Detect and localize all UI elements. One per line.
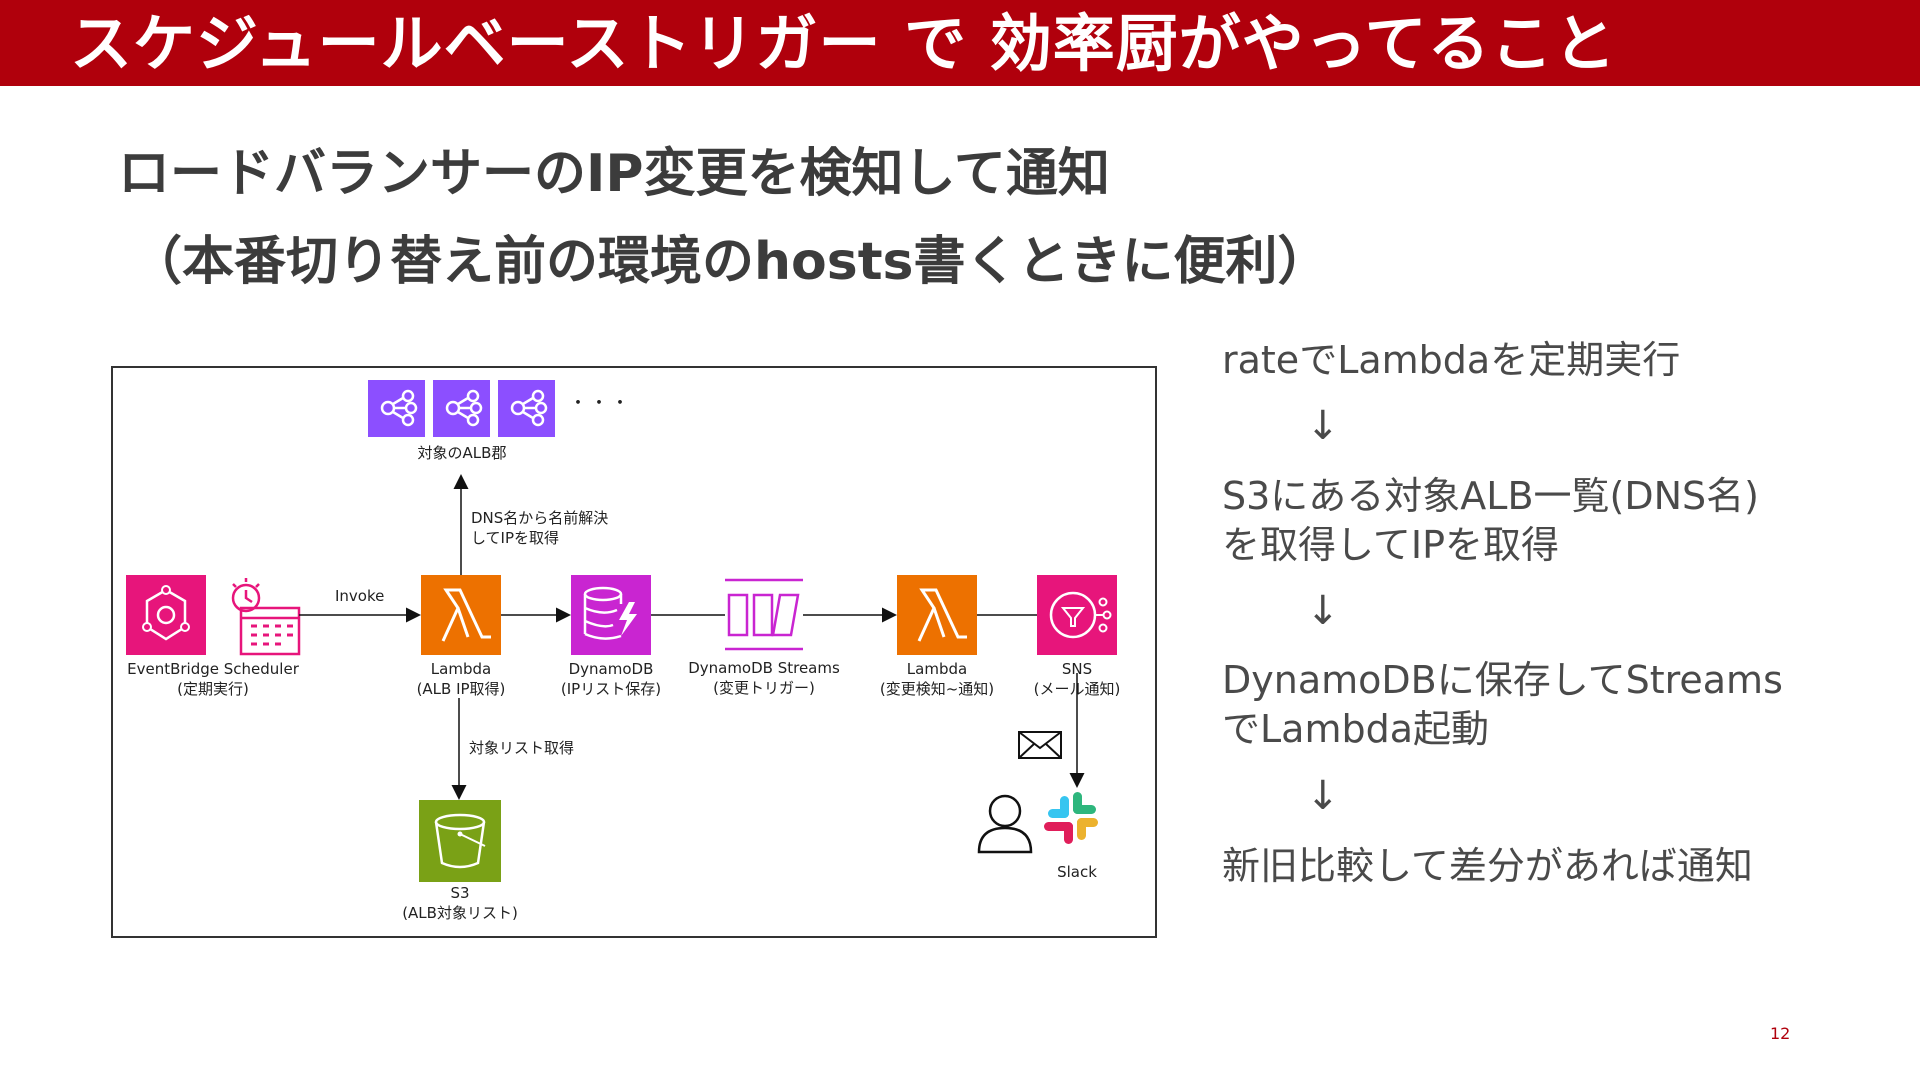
eventbridge-icon: [126, 575, 206, 655]
down-arrow-icon: ↓: [1306, 773, 1340, 819]
heading-line-2: （本番切り替え前の環境のhosts書くときに便利）: [130, 232, 1330, 292]
lambda-icon: [421, 575, 501, 655]
lambda1-desc: (ALB IP取得): [416, 680, 506, 698]
s3-name: S3: [450, 884, 470, 902]
alb-group-label: 対象のALB郡: [417, 444, 507, 462]
streams-desc: (変更トリガー): [713, 679, 815, 697]
step-3-line1: DynamoDBに保存してStreams: [1222, 658, 1783, 702]
target-list-label: 対象リスト取得: [469, 739, 575, 757]
alb-icon: [498, 380, 555, 437]
slack-icon: [1044, 792, 1098, 844]
slack-name: Slack: [1057, 863, 1097, 881]
step-3-line2: でLambda起動: [1222, 707, 1490, 751]
dynamodb-name: DynamoDB: [568, 660, 654, 678]
down-arrow-icon: ↓: [1306, 403, 1340, 449]
alb-icon: [368, 380, 425, 437]
alb-icon: [433, 380, 490, 437]
sns-name: SNS: [1061, 660, 1093, 678]
lambda-icon: [897, 575, 977, 655]
envelope-icon: [1018, 731, 1062, 759]
lambda1-name: Lambda: [430, 660, 492, 678]
slide-title: スケジュールベーストリガー で 効率厨がやってること: [70, 7, 1617, 80]
alb-ellipsis: ・・・: [569, 393, 632, 414]
title-banner: スケジュールベーストリガー で 効率厨がやってること: [0, 0, 1920, 86]
scheduler-calendar-icon: [231, 578, 301, 656]
lambda2-name: Lambda: [906, 660, 968, 678]
user-icon: [977, 794, 1033, 854]
step-2-line2: を取得してIPを取得: [1222, 523, 1559, 567]
architecture-diagram: ・・・ 対象のALB郡 DNS名から名前解決 してIPを取得 Invoke 対象…: [111, 366, 1157, 938]
down-arrow-icon: ↓: [1306, 588, 1340, 634]
streams-name: DynamoDB Streams: [688, 659, 840, 677]
dynamodb-icon: [571, 575, 651, 655]
dynamodb-streams-icon: [725, 578, 803, 651]
eventbridge-name: EventBridge Scheduler: [127, 660, 299, 678]
dns-resolve-label-line2: してIPを取得: [471, 529, 560, 547]
s3-icon: [419, 800, 501, 882]
invoke-label: Invoke: [335, 587, 385, 605]
sns-desc: (メール通知): [1033, 680, 1121, 698]
dns-resolve-label-line1: DNS名から名前解決: [471, 509, 609, 527]
dynamodb-desc: (IPリスト保存): [560, 680, 662, 698]
page-number: 12: [1770, 1024, 1791, 1043]
eventbridge-desc: (定期実行): [177, 680, 249, 698]
s3-desc: (ALB対象リスト): [402, 904, 518, 922]
sns-icon: [1037, 575, 1117, 655]
diagram-canvas: [126, 380, 1117, 882]
step-4: 新旧比較して差分があれば通知: [1222, 844, 1753, 888]
lambda2-desc: (変更検知~通知): [879, 680, 995, 698]
heading-line-1: ロードバランサーのIP変更を検知して通知: [118, 144, 1110, 204]
step-1: rateでLambdaを定期実行: [1222, 338, 1681, 382]
step-2-line1: S3にある対象ALB一覧(DNS名): [1222, 474, 1759, 518]
